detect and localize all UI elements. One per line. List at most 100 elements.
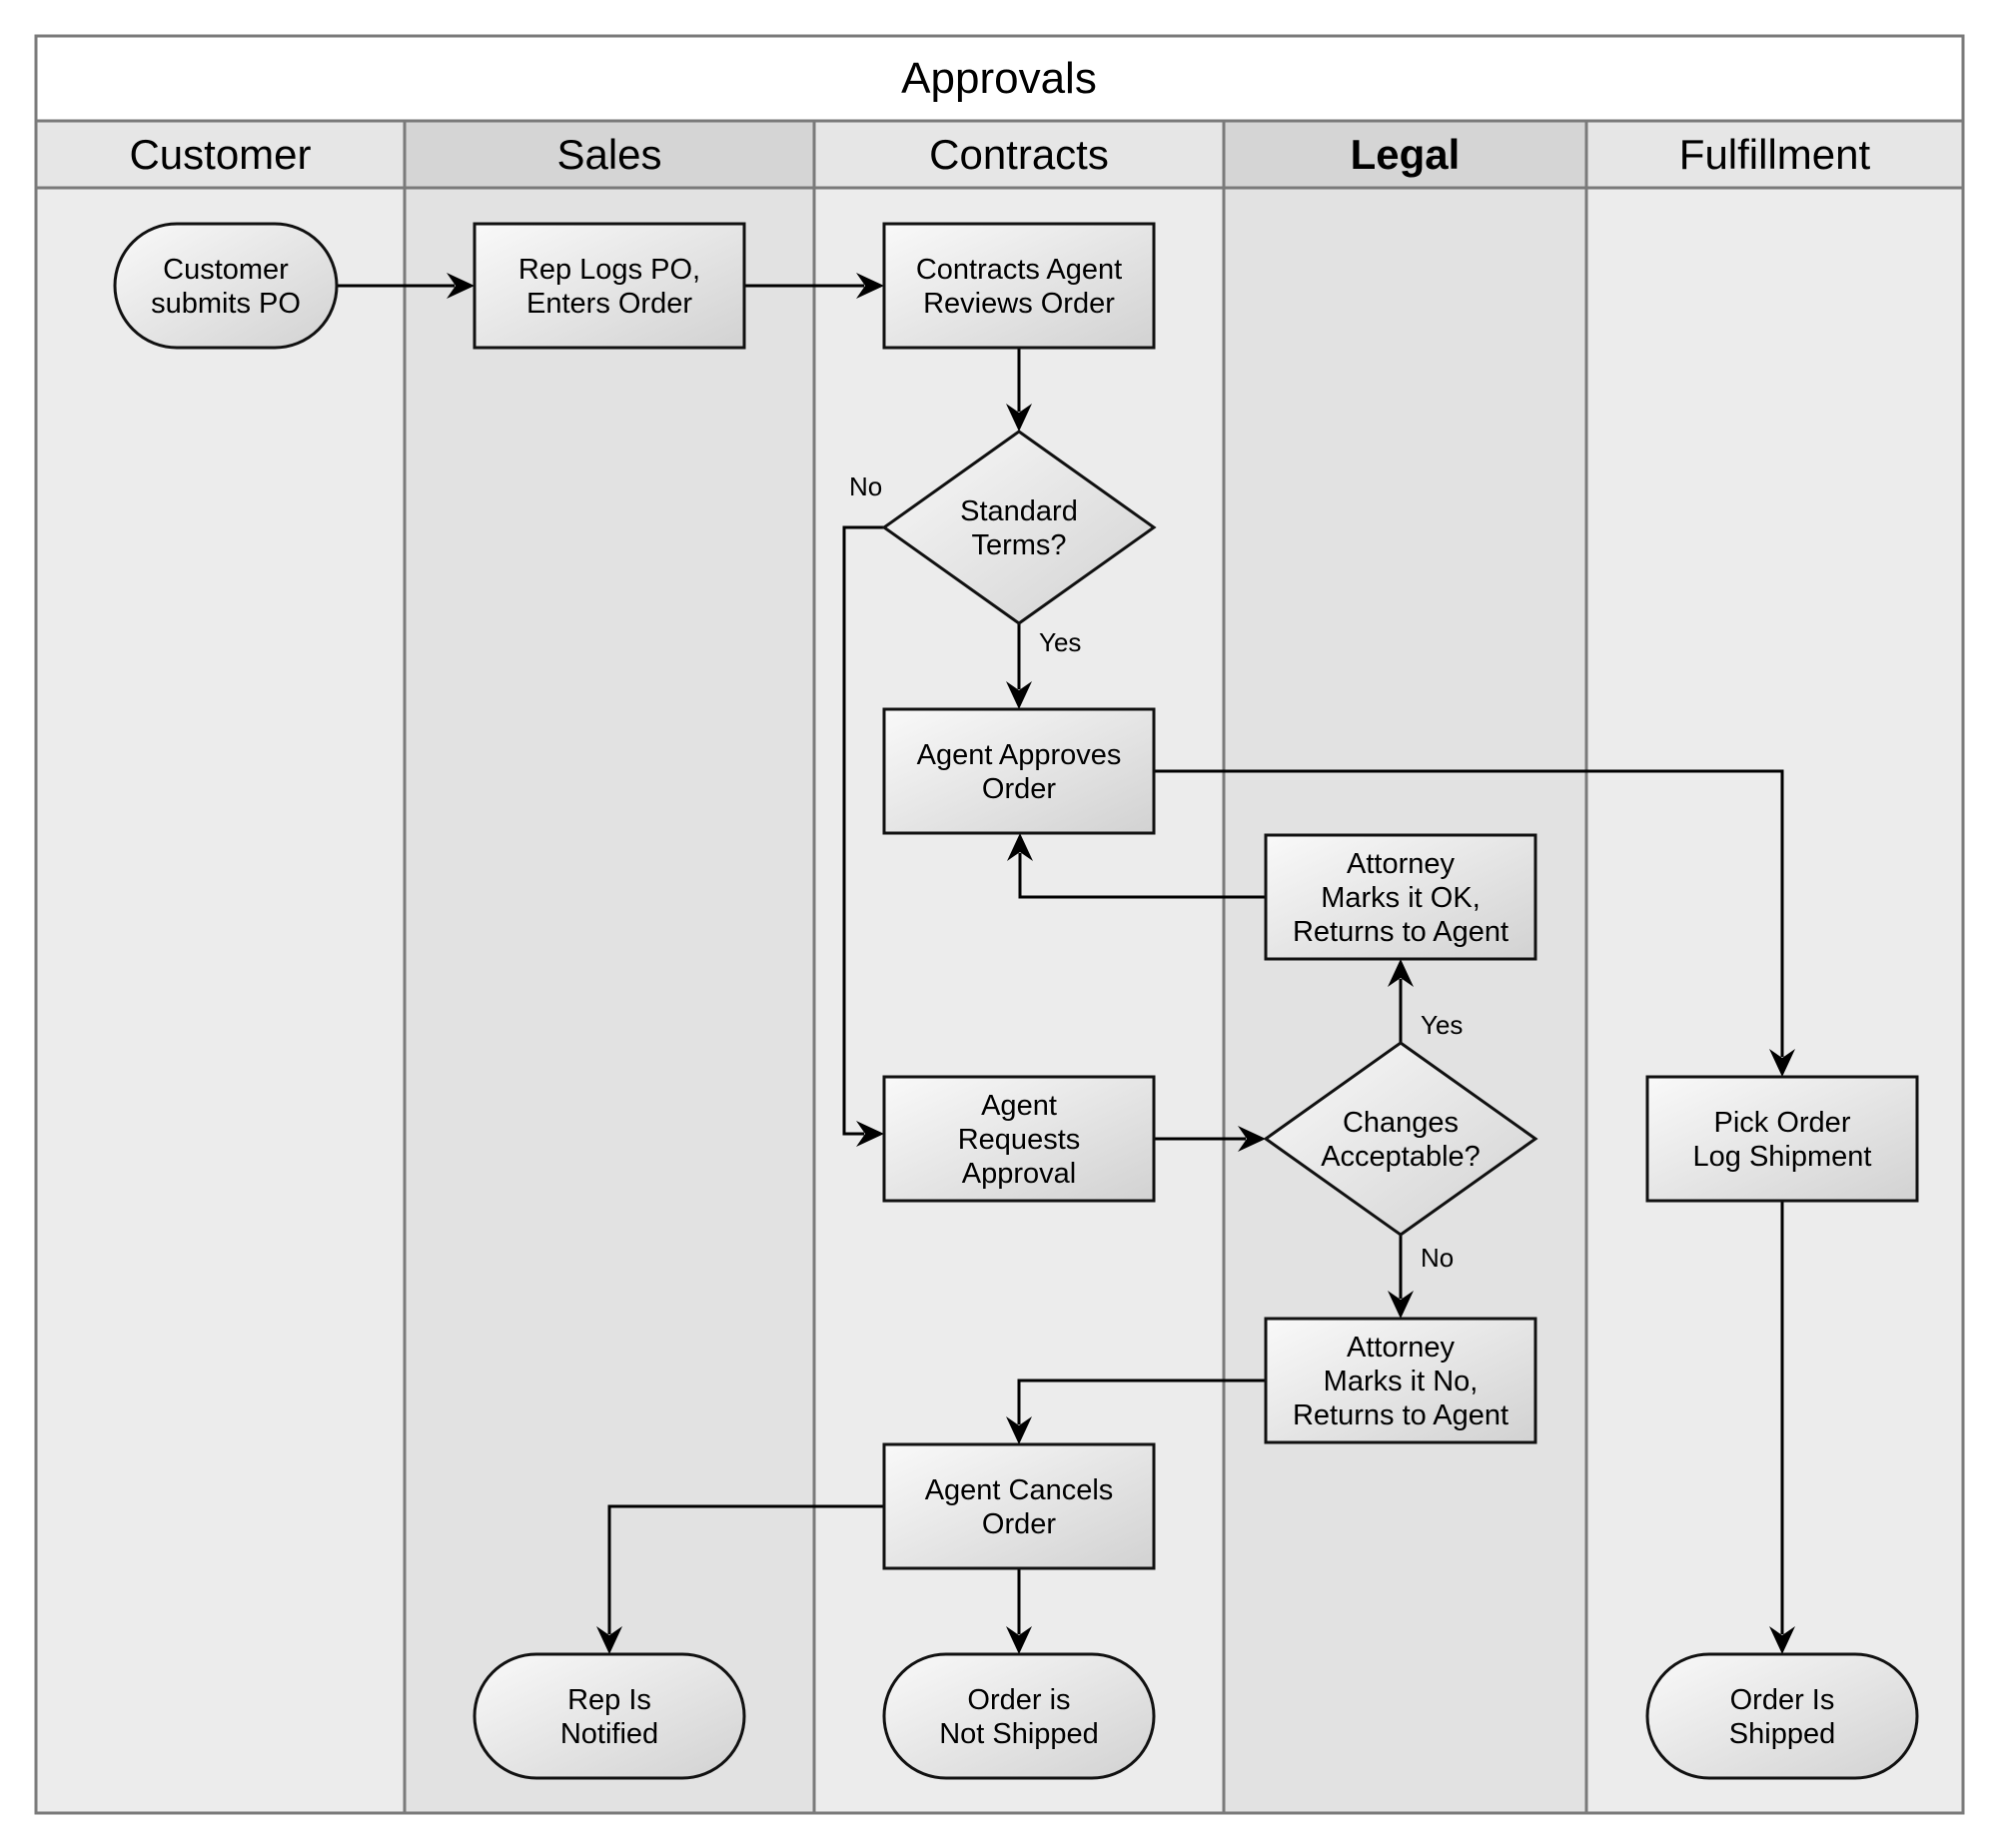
lane-label-legal: Legal — [1351, 131, 1461, 178]
connector-line — [607, 1504, 884, 1634]
decision-diamond — [1263, 1041, 1538, 1237]
lane-header-legal — [1224, 121, 1586, 188]
node-label: Log Shipment — [1693, 1141, 1872, 1173]
process-box — [882, 707, 1156, 835]
node-label: Notified — [560, 1718, 658, 1750]
lane-label-sales: Sales — [556, 131, 661, 178]
node-label: Rep Logs PO, — [518, 254, 700, 286]
edge-changes-acceptable-to-attorney-marks-ok — [1388, 959, 1414, 1043]
lane-header-fulfillment — [1586, 121, 1963, 188]
terminal-shape — [113, 222, 339, 350]
process-box — [882, 1442, 1156, 1570]
decision-diamond — [881, 430, 1157, 625]
terminal-shape — [1645, 1652, 1919, 1780]
arrowhead — [856, 1121, 884, 1147]
arrowhead — [1006, 1626, 1032, 1654]
node-label: Rep Is — [567, 1684, 651, 1716]
node-label: Attorney — [1347, 1332, 1455, 1364]
process-box — [882, 222, 1156, 350]
node-label: Not Shipped — [939, 1718, 1099, 1750]
edge-changes-acceptable-to-attorney-marks-no — [1388, 1235, 1414, 1319]
edge-label-no: No — [1421, 1243, 1454, 1273]
connector-line — [842, 525, 884, 1136]
edge-label-yes: Yes — [1421, 1010, 1463, 1040]
process-box — [473, 222, 746, 350]
node-label: Order is — [967, 1684, 1070, 1716]
arrowhead — [1007, 833, 1033, 861]
edge-attorney-marks-ok-to-agent-approves-order — [1007, 833, 1266, 899]
arrowhead — [1769, 1626, 1795, 1654]
process-box — [1645, 1075, 1919, 1203]
edge-attorney-marks-no-to-agent-cancels-order — [1006, 1379, 1266, 1444]
connector-line — [1154, 769, 1784, 1057]
edge-rep-logs-po-to-contracts-agent-reviews — [744, 273, 884, 299]
connector-line — [1017, 1379, 1266, 1424]
node-label: Order Is — [1730, 1684, 1835, 1716]
node-label: Marks it OK, — [1321, 882, 1481, 914]
node-label: submits PO — [151, 288, 301, 320]
arrowhead — [596, 1626, 622, 1654]
connector-line — [1018, 853, 1266, 899]
lane-label-fulfillment: Fulfillment — [1679, 131, 1871, 178]
edge-standard-terms-to-agent-approves-order — [1006, 623, 1032, 709]
lane-body-legal — [1224, 188, 1586, 1813]
edge-agent-requests-approval-to-changes-acceptable — [1154, 1126, 1266, 1152]
node-label: Reviews Order — [923, 288, 1115, 320]
node-label: Terms? — [971, 529, 1066, 561]
node-label: Acceptable? — [1321, 1141, 1481, 1173]
node-label: Requests — [958, 1124, 1081, 1156]
diagram-frame — [34, 34, 1965, 1815]
process-box — [1264, 833, 1537, 961]
node-label: Marks it No, — [1324, 1366, 1479, 1397]
arrowhead — [856, 273, 884, 299]
edge-standard-terms-to-agent-requests-approval — [842, 525, 884, 1147]
arrowhead — [1388, 1291, 1414, 1319]
lane-body-customer — [36, 188, 405, 1813]
edge-agent-cancels-order-to-order-not-shipped — [1006, 1568, 1032, 1654]
node-label: Pick Order — [1714, 1107, 1851, 1139]
edge-pick-order-to-order-is-shipped — [1769, 1201, 1795, 1654]
node-label: Changes — [1343, 1107, 1459, 1139]
node-label: Contracts Agent — [916, 254, 1122, 286]
process-box — [882, 1075, 1156, 1203]
node-label: Standard — [960, 495, 1078, 527]
arrowhead — [1769, 1049, 1795, 1077]
edge-agent-cancels-order-to-rep-is-notified — [596, 1504, 884, 1654]
arrowhead — [1238, 1126, 1266, 1152]
node-label: Agent — [981, 1090, 1057, 1122]
node-label: Returns to Agent — [1293, 916, 1508, 948]
lane-header-sales — [405, 121, 814, 188]
arrowhead — [1006, 404, 1032, 432]
lane-header-contracts — [814, 121, 1224, 188]
terminal-shape — [882, 1652, 1156, 1780]
edges-layer — [337, 273, 1795, 1654]
edge-contracts-agent-reviews-to-standard-terms — [1006, 348, 1032, 432]
arrowhead — [1006, 681, 1032, 709]
node-label: Attorney — [1347, 848, 1455, 880]
node-label: Customer — [163, 254, 289, 286]
edge-agent-approves-order-to-pick-order — [1154, 769, 1795, 1077]
node-label: Returns to Agent — [1293, 1399, 1508, 1431]
arrowhead — [1006, 1416, 1032, 1444]
node-label: Shipped — [1729, 1718, 1835, 1750]
node-label: Order — [982, 773, 1056, 805]
lane-body-fulfillment — [1586, 188, 1963, 1813]
node-label: Enters Order — [526, 288, 692, 320]
edge-label-no: No — [849, 471, 882, 501]
arrowhead — [1388, 959, 1414, 987]
edge-label-yes: Yes — [1039, 627, 1081, 657]
